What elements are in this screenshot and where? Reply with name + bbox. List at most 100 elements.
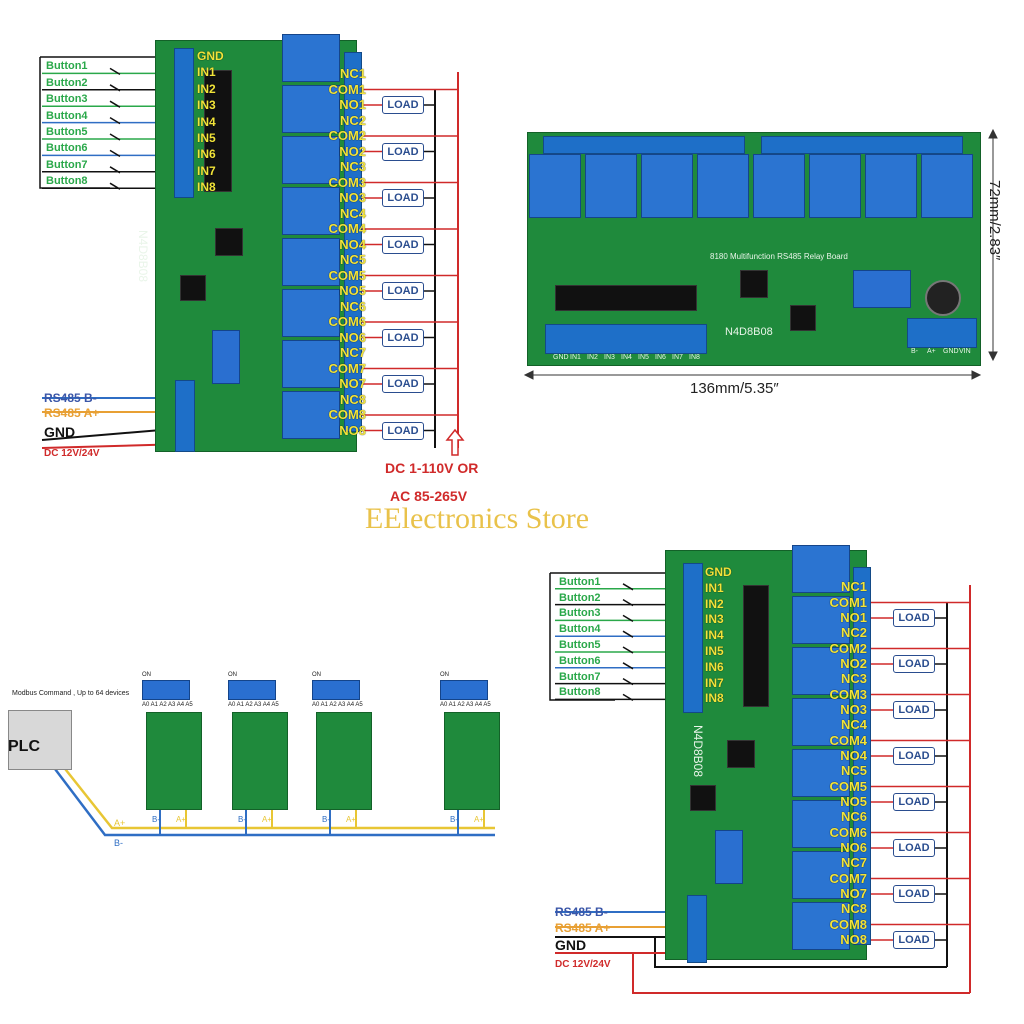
- relay-terminal-label: COM8: [829, 916, 867, 932]
- input-terminal-photo: [545, 324, 707, 354]
- photo-terminal-label: IN3: [604, 354, 615, 361]
- capacitor-photo: [925, 280, 961, 316]
- relay-terminal-label: NO2: [339, 143, 366, 159]
- input-terminal-block-bottom: [683, 563, 703, 713]
- modbus-network-diagram: Modbus Command , Up to 64 devices PLC A+…: [0, 670, 510, 860]
- plc-device: [8, 710, 72, 770]
- relay-terminal-label: NO4: [840, 748, 867, 763]
- input-terminal-block: [174, 48, 194, 198]
- button-label: Button3: [559, 607, 601, 620]
- node-a-label: A+: [262, 815, 273, 824]
- store-watermark: EElectronics Store: [365, 502, 590, 535]
- load-box: LOAD: [893, 931, 935, 949]
- relay-terminal-label: NC1: [840, 579, 867, 594]
- node-dip-labels: A0 A1 A2 A3 A4 A5: [142, 702, 193, 708]
- relay: [282, 340, 340, 388]
- photo-power-label: GND: [943, 348, 959, 355]
- relay-terminal-label: NC8: [840, 901, 867, 916]
- node-dip-on: ON: [228, 672, 237, 678]
- node-dip-on: ON: [312, 672, 321, 678]
- wire: [109, 116, 121, 125]
- input-terminal-label: IN3: [197, 98, 216, 113]
- power-terminal-block-bottom: [687, 895, 707, 963]
- photo-relay: [585, 154, 637, 218]
- relay-terminal-label: NC8: [339, 391, 366, 407]
- photo-terminal-label: IN6: [655, 354, 666, 361]
- node-dip-on: ON: [440, 672, 449, 678]
- relay-column-bottom: [792, 545, 852, 955]
- node-dip-switch: [228, 680, 276, 700]
- board-silk-photo: 8180 Multifunction RS485 Relay Board: [710, 252, 848, 261]
- dc-supply-label: DC 12V/24V: [44, 448, 100, 459]
- node-dip-switch: [440, 680, 488, 700]
- relay-terminal-block-top: [344, 52, 362, 432]
- button-label: Button7: [559, 670, 601, 683]
- relay: [282, 289, 340, 337]
- bus-wires: [51, 764, 495, 837]
- relay-terminal-label: COM8: [328, 407, 366, 422]
- load-box: LOAD: [893, 885, 935, 903]
- relay-terminal-label: NO7: [339, 376, 366, 391]
- input-terminal-label: IN6: [197, 147, 216, 162]
- gnd-label: GND: [44, 424, 76, 440]
- input-terminal-label: GND: [197, 49, 224, 63]
- load-supply-line2: AC 85-265V: [390, 488, 468, 504]
- power-terminal-photo: [907, 318, 977, 348]
- relay-terminal-label: NO1: [840, 610, 867, 625]
- relay-terminal-label: COM6: [328, 314, 366, 329]
- relay-terminal-label: NO5: [339, 283, 366, 298]
- node-b-label: B-: [450, 815, 458, 824]
- load-box: LOAD: [893, 655, 935, 673]
- photo-relay: [697, 154, 749, 218]
- load-box: LOAD: [382, 96, 424, 114]
- photo-terminal-label: IN4: [621, 354, 632, 361]
- relay-terminal-label: COM3: [829, 686, 867, 702]
- wire: [109, 100, 121, 108]
- dimension-photo: 8180 Multifunction RS485 Relay Board N4D…: [515, 120, 1015, 410]
- node-a-label: A+: [474, 815, 485, 824]
- rs485-b-label-bottom: RS485 B-: [555, 905, 608, 919]
- photo-relay: [921, 154, 973, 218]
- relay-terminal-label: COM6: [829, 824, 867, 840]
- photo-terminal-label: IN1: [570, 354, 581, 361]
- relay-terminal-label: NC7: [339, 345, 366, 360]
- input-terminal-label: IN8: [197, 180, 216, 195]
- button-label: Button2: [46, 76, 88, 89]
- button-label: Button4: [46, 109, 88, 122]
- gnd-label-bottom: GND: [555, 937, 587, 953]
- relay-terminal-strip-1: [543, 136, 745, 154]
- load-box: LOAD: [382, 142, 424, 161]
- mcu-photo: [740, 270, 768, 298]
- relay: [792, 596, 850, 644]
- button-label: Button8: [559, 686, 601, 699]
- relay-terminal-label: COM5: [328, 267, 366, 283]
- input-terminal-label: IN1: [705, 580, 724, 595]
- node-b-label: B-: [322, 815, 330, 824]
- plc-label: PLC: [8, 738, 40, 755]
- node-board: [232, 712, 288, 810]
- load-box: LOAD: [893, 609, 935, 627]
- relay-terminal-label: NO4: [339, 236, 366, 252]
- relay: [792, 851, 850, 899]
- relay: [792, 647, 850, 695]
- button-label: Button7: [46, 158, 88, 171]
- relay-terminal-label: COM5: [829, 778, 867, 794]
- relay-terminal-label: NC1: [339, 66, 366, 81]
- load-box: LOAD: [382, 375, 424, 393]
- relay-terminal-label: NC5: [339, 252, 366, 267]
- button-label: Button8: [46, 175, 88, 188]
- relay-terminal-label: NO8: [339, 422, 366, 438]
- relay-terminal-label: NC2: [339, 112, 366, 128]
- relay: [282, 187, 340, 235]
- relay-terminal-label: NO1: [339, 97, 366, 112]
- relay-terminal-label: COM1: [328, 81, 366, 97]
- button-label: Button2: [559, 591, 601, 604]
- relay-column-top: [282, 34, 342, 444]
- wire: [109, 67, 121, 76]
- relay-terminal-block-bottom: [853, 567, 871, 945]
- input-terminal-label: GND: [705, 565, 732, 579]
- button-label: Button6: [46, 142, 88, 155]
- input-terminal-label: IN5: [197, 131, 216, 145]
- photo-relay: [529, 154, 581, 218]
